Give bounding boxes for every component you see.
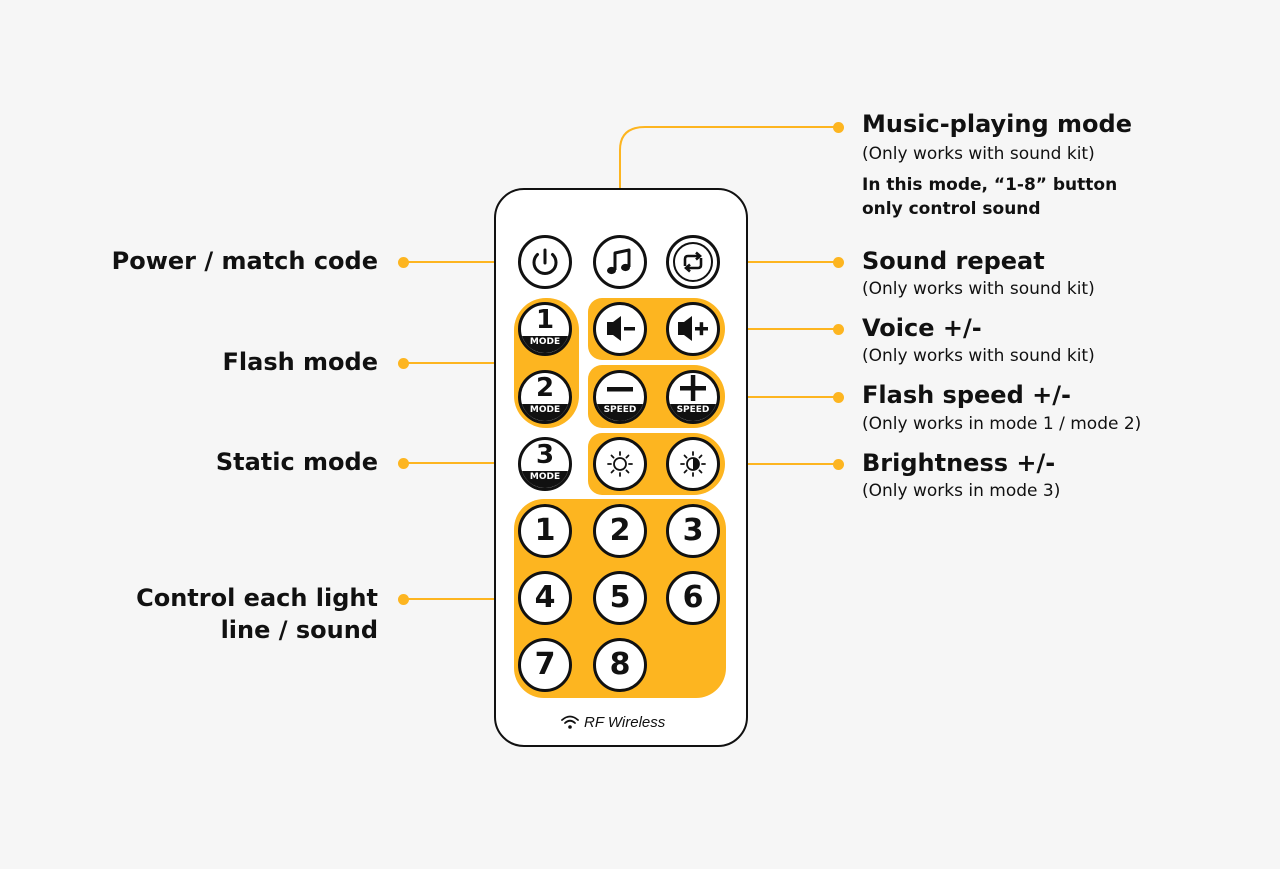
speed-up-button[interactable]: SPEED xyxy=(666,370,720,424)
speaker-minus-icon xyxy=(607,316,635,341)
repeat-callout-dot xyxy=(833,257,844,268)
mode-3-button[interactable]: 3 MODE xyxy=(518,437,572,491)
number-2-label: 2 xyxy=(609,513,631,548)
volume-down-button[interactable] xyxy=(593,302,647,356)
number-6-button[interactable]: 6 xyxy=(666,571,720,625)
speaker-plus-icon xyxy=(678,316,708,341)
repeat-icon xyxy=(673,242,713,282)
control-label-line2: line / sound xyxy=(220,616,378,644)
mode-1-button[interactable]: 1 MODE xyxy=(518,302,572,356)
number-2-button[interactable]: 2 xyxy=(593,504,647,558)
voice-title: Voice +/- xyxy=(862,314,982,342)
voice-callout-dot xyxy=(833,324,844,335)
number-5-label: 5 xyxy=(609,580,631,615)
number-7-label: 7 xyxy=(534,647,556,682)
static-mode-label: Static mode xyxy=(215,448,378,476)
music-button[interactable] xyxy=(593,235,647,289)
flash-speed-title: Flash speed +/- xyxy=(862,381,1071,409)
number-4-button[interactable]: 4 xyxy=(518,571,572,625)
voice-note: (Only works with sound kit) xyxy=(862,346,1095,366)
mode-3-sublabel: MODE xyxy=(521,471,569,488)
brightness-down-button[interactable] xyxy=(593,437,647,491)
brightness-note: (Only works in mode 3) xyxy=(862,481,1061,501)
music-mode-title: Music-playing mode xyxy=(862,110,1132,138)
music-mode-extra-line1: In this mode, “1-8” button xyxy=(862,175,1118,195)
number-7-button[interactable]: 7 xyxy=(518,638,572,692)
music-callout-dot xyxy=(833,122,844,133)
rf-wireless-label: RF Wireless xyxy=(560,710,690,734)
power-icon xyxy=(532,248,558,276)
sound-repeat-title: Sound repeat xyxy=(862,247,1045,275)
music-callout-line xyxy=(619,126,838,237)
sun-dim-icon xyxy=(607,451,633,477)
number-3-button[interactable]: 3 xyxy=(666,504,720,558)
power-callout-dot xyxy=(398,257,409,268)
number-3-label: 3 xyxy=(682,513,704,548)
mode-2-sublabel: MODE xyxy=(521,404,569,421)
sun-bright-icon xyxy=(680,451,706,477)
minus-icon xyxy=(607,387,633,392)
music-note-icon xyxy=(607,248,631,275)
mode-2-button[interactable]: 2 MODE xyxy=(518,370,572,424)
flash-mode-label: Flash mode xyxy=(222,348,379,376)
flash-mode-callout-dot xyxy=(398,358,409,369)
power-button[interactable] xyxy=(518,235,572,289)
number-1-button[interactable]: 1 xyxy=(518,504,572,558)
speed-up-sublabel: SPEED xyxy=(669,404,717,421)
music-mode-extra-line2: only control sound xyxy=(862,199,1041,219)
volume-up-button[interactable] xyxy=(666,302,720,356)
number-4-label: 4 xyxy=(534,580,556,615)
wifi-icon xyxy=(561,715,579,729)
plus-icon xyxy=(680,375,706,401)
brightness-callout-dot xyxy=(833,459,844,470)
static-mode-callout-dot xyxy=(398,458,409,469)
brightness-title: Brightness +/- xyxy=(862,449,1056,477)
mode-1-number: 1 xyxy=(535,305,555,335)
flash-speed-note: (Only works in mode 1 / mode 2) xyxy=(862,414,1142,434)
number-1-label: 1 xyxy=(534,513,556,548)
number-8-label: 8 xyxy=(609,647,631,682)
control-callout-dot xyxy=(398,594,409,605)
brightness-up-button[interactable] xyxy=(666,437,720,491)
music-mode-note: (Only works with sound kit) xyxy=(862,144,1095,164)
mode-3-number: 3 xyxy=(535,440,555,470)
number-5-button[interactable]: 5 xyxy=(593,571,647,625)
speed-down-sublabel: SPEED xyxy=(596,404,644,421)
control-label-line1: Control each light xyxy=(136,584,378,612)
sound-repeat-note: (Only works with sound kit) xyxy=(862,279,1095,299)
power-label: Power / match code xyxy=(111,247,378,275)
mode-2-number: 2 xyxy=(535,373,555,403)
number-6-label: 6 xyxy=(682,580,704,615)
mode-1-sublabel: MODE xyxy=(521,336,569,353)
speed-down-button[interactable]: SPEED xyxy=(593,370,647,424)
number-8-button[interactable]: 8 xyxy=(593,638,647,692)
repeat-button[interactable] xyxy=(666,235,720,289)
rf-wireless-text: RF Wireless xyxy=(584,713,666,731)
speed-callout-dot xyxy=(833,392,844,403)
